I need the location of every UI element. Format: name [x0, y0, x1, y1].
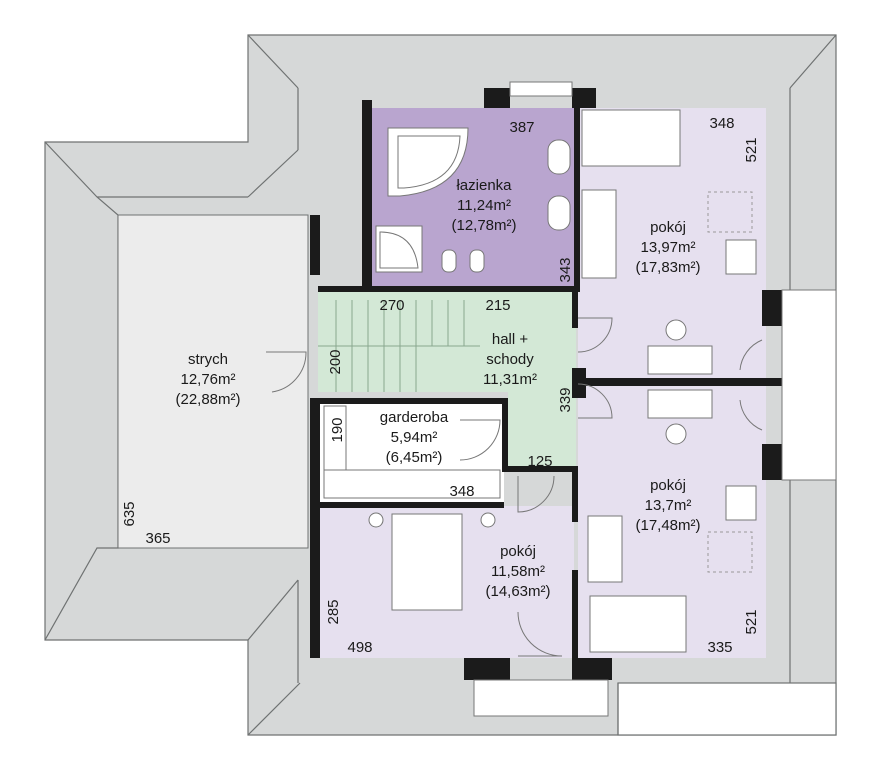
desk-top — [647, 345, 713, 375]
hall-lower-floor — [508, 392, 576, 470]
garderoba-name: garderoba — [380, 409, 449, 426]
bidet — [469, 249, 485, 273]
dim-343: 343 — [557, 257, 574, 282]
desk-right — [647, 389, 713, 419]
bed-top — [581, 109, 681, 167]
chair-right — [665, 423, 687, 445]
chair-top — [665, 319, 687, 341]
dim-521-bottom: 521 — [743, 609, 760, 634]
toilet — [441, 249, 457, 273]
dim-125: 125 — [527, 453, 552, 470]
doors — [266, 317, 763, 657]
stairs — [318, 300, 480, 392]
pokoj-bottom-area: 11,58m² — [491, 563, 545, 580]
nightstand-right — [480, 512, 496, 528]
pokoj-right-name: pokój — [650, 477, 686, 494]
garderoba-area-total: (6,45m²) — [386, 449, 443, 466]
dim-270: 270 — [379, 297, 404, 314]
top-window — [509, 81, 573, 97]
hall-floor — [318, 292, 576, 392]
bathtub — [387, 127, 469, 197]
nightstand-left — [368, 512, 384, 528]
sink-2 — [547, 195, 571, 231]
garderoba-area: 5,94m² — [391, 429, 438, 446]
pokoj-top-name: pokój — [650, 219, 686, 236]
dim-498: 498 — [347, 639, 372, 656]
dim-335: 335 — [707, 639, 732, 656]
dim-348-garderoba: 348 — [449, 483, 474, 500]
armchair-top — [725, 239, 757, 275]
dim-285: 285 — [325, 599, 342, 624]
dim-387: 387 — [509, 119, 534, 136]
bed-bottom — [391, 513, 463, 611]
pokoj-right-area: 13,7m² — [645, 497, 692, 514]
hall-name-1: hall + — [492, 331, 529, 348]
dim-521-top: 521 — [743, 137, 760, 162]
bed-right — [589, 595, 687, 653]
armchair-right — [725, 485, 757, 521]
dim-215: 215 — [485, 297, 510, 314]
pokoj-top-area-total: (17,83m²) — [635, 259, 700, 276]
lazienka-area: 11,24m² — [457, 197, 511, 214]
lazienka-name: łazienka — [456, 177, 512, 194]
wardrobe-top — [581, 189, 617, 279]
bottom-balcony — [473, 679, 609, 717]
walls — [310, 88, 782, 680]
dim-190: 190 — [329, 417, 346, 442]
strych-area: 12,76m² — [180, 371, 235, 388]
dim-635: 635 — [121, 501, 138, 526]
dim-348-top: 348 — [709, 115, 734, 132]
dim-365: 365 — [145, 530, 170, 547]
right-balcony — [781, 289, 837, 481]
dim-200: 200 — [327, 349, 344, 374]
dim-339: 339 — [557, 387, 574, 412]
pokoj-bottom-area-total: (14,63m²) — [485, 583, 550, 600]
strych-area — [117, 214, 309, 549]
strych-area-total: (22,88m²) — [175, 391, 240, 408]
garderoba-shelf-bottom — [323, 469, 501, 499]
hall-name-2: schody — [486, 351, 534, 368]
lazienka-area-total: (12,78m²) — [451, 217, 516, 234]
pokoj-bottom-name: pokój — [500, 543, 536, 560]
wardrobe-right — [587, 515, 623, 583]
sink-1 — [547, 139, 571, 175]
strych-name: strych — [188, 351, 228, 368]
pokoj-top-area: 13,97m² — [640, 239, 695, 256]
shower — [375, 225, 423, 273]
hall-area: 11,31m² — [483, 371, 537, 388]
pokoj-right-area-total: (17,48m²) — [635, 517, 700, 534]
